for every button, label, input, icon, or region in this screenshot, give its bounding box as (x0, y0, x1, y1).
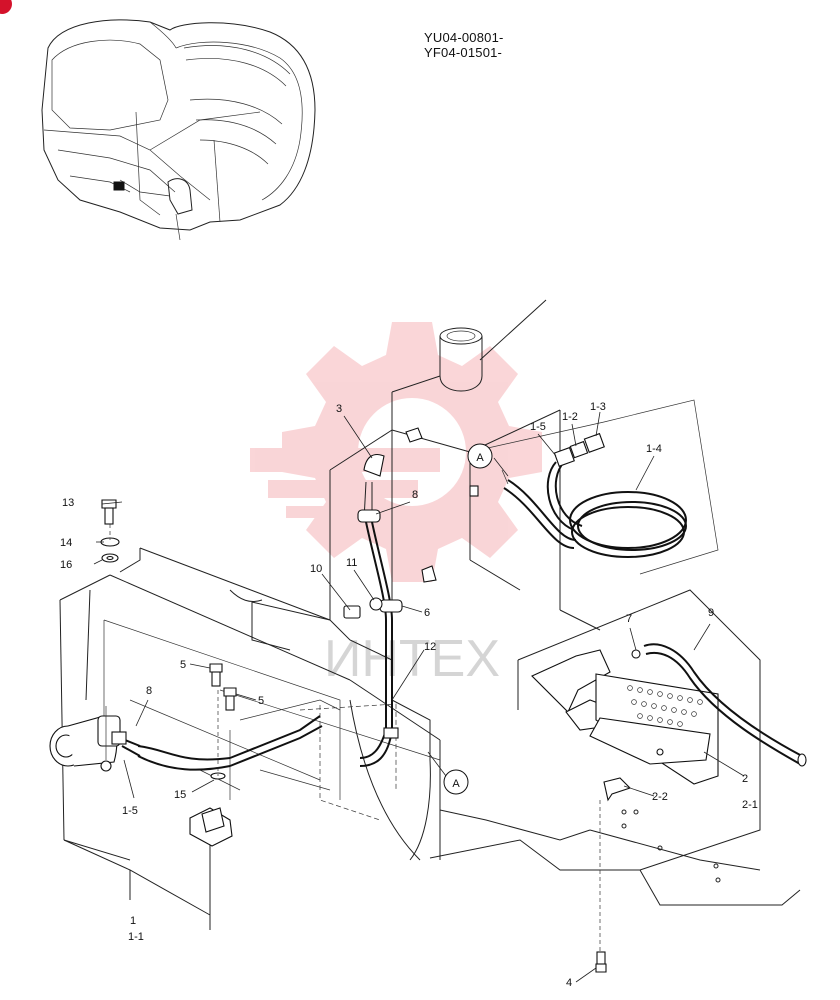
callout-1-1: 1-1 (128, 931, 144, 943)
callout-10: 10 (310, 563, 322, 575)
svg-text:A: A (476, 452, 484, 464)
callout-12: 12 (424, 641, 436, 653)
bracket-plate-2 (517, 589, 807, 871)
callout-6: 6 (424, 607, 430, 619)
hose-coil-1-4 (469, 399, 719, 575)
callout-1: 1 (130, 915, 136, 927)
callout-14: 14 (60, 537, 72, 549)
reference-mark-a-bottom: A (443, 769, 469, 795)
callout-4: 4 (566, 977, 572, 989)
leader-lines (93, 411, 745, 983)
callout-1-4: 1-4 (646, 443, 662, 455)
serial-range-2: YF04-01501- (424, 45, 503, 60)
watermark-logo (250, 322, 542, 582)
callout-1-5-bottom: 1-5 (122, 805, 138, 817)
serial-range-1: YU04-00801- (424, 30, 504, 45)
callout-15: 15 (174, 789, 186, 801)
callout-13: 13 (62, 497, 74, 509)
svg-text:A: A (452, 778, 460, 790)
suction-filter-assembly (49, 706, 323, 772)
callout-1-2: 1-2 (562, 411, 578, 423)
callout-8-top: 8 (412, 489, 418, 501)
callout-3: 3 (336, 403, 342, 415)
watermark-text: ИНТЕХ (324, 630, 500, 688)
machine-overview-thumbnail (41, 19, 316, 241)
callout-5-a: 5 (180, 659, 186, 671)
callout-11: 11 (346, 557, 357, 569)
callout-9: 9 (708, 607, 714, 619)
callout-2-2: 2-2 (652, 791, 668, 803)
plate-holes (627, 685, 703, 727)
callout-labels: 3 8 10 11 6 12 1-5 1-2 1-3 1-4 7 9 2 2-1… (60, 401, 758, 989)
callout-5-b: 5 (258, 695, 264, 707)
callout-7: 7 (626, 613, 632, 625)
callout-2-1: 2-1 (742, 799, 758, 811)
callout-16: 16 (60, 559, 72, 571)
hardware (100, 499, 607, 973)
pipe-assembly (343, 427, 479, 767)
frame-structure (59, 299, 801, 930)
callout-8-bottom: 8 (146, 685, 152, 697)
reference-mark-a-top: A (467, 443, 493, 469)
callout-1-3: 1-3 (590, 401, 606, 413)
callout-2: 2 (742, 773, 748, 785)
corner-badge (0, 0, 12, 14)
callout-1-5-top: 1-5 (530, 421, 546, 433)
